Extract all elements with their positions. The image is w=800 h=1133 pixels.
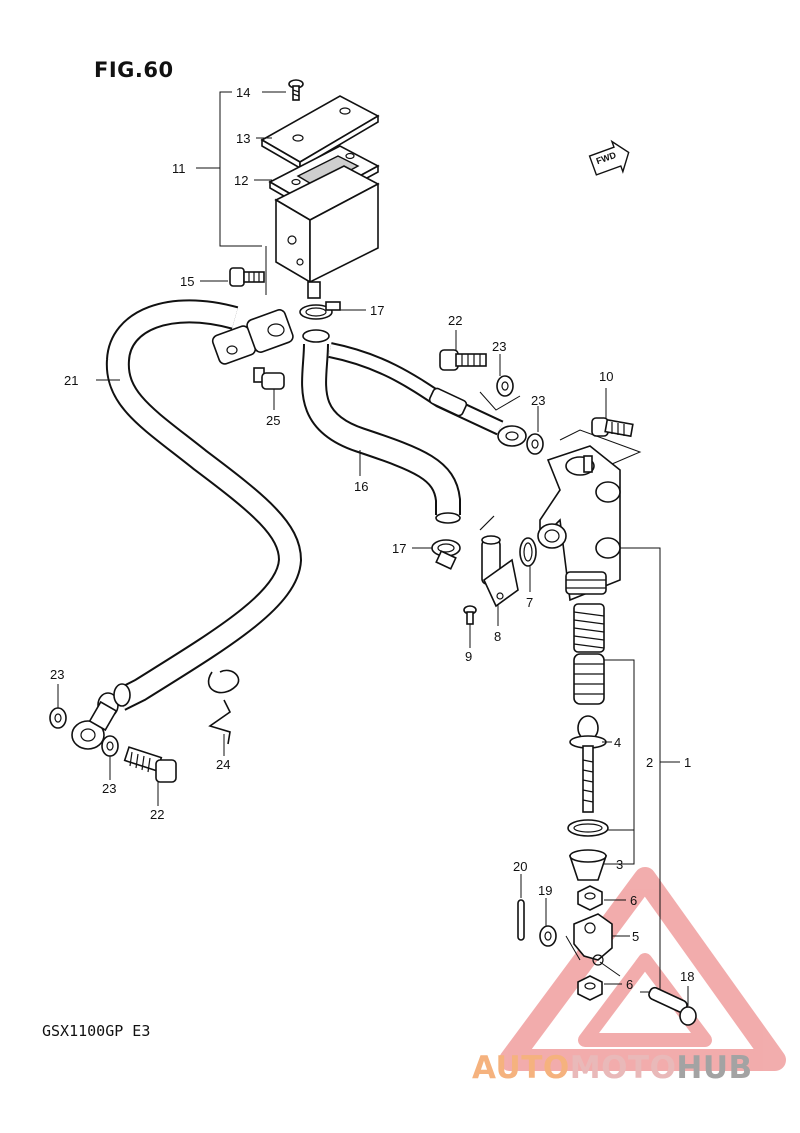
- clevis-pin-18: [648, 986, 697, 1026]
- callout-24: 24: [216, 757, 231, 772]
- callout-8: 8: [494, 629, 502, 644]
- callout-18: 18: [680, 969, 695, 984]
- callout-22-upper: 22: [448, 313, 463, 328]
- bolt-10: [591, 417, 634, 438]
- callout-13: 13: [236, 131, 251, 146]
- bolt-15: [229, 267, 265, 287]
- callout-16: 16: [354, 479, 369, 494]
- circlip: [567, 819, 609, 837]
- callout-10: 10: [599, 369, 614, 384]
- bolt-25: [253, 367, 285, 390]
- callout-4: 4: [614, 735, 622, 750]
- inlet-fitting-8: [479, 515, 519, 608]
- callout-3: 3: [616, 857, 624, 872]
- washer-23-upper-b: [526, 433, 544, 455]
- watermark-part-hub: HUB: [676, 1050, 753, 1086]
- cotter-pin-20: [517, 899, 525, 941]
- hose-clamp-17-top: [299, 301, 341, 320]
- callout-9: 9: [465, 649, 473, 664]
- lock-nut-6-upper: [577, 885, 603, 911]
- callout-23-upper-b: 23: [531, 393, 546, 408]
- washer-23-lower-mid: [101, 735, 119, 757]
- callout-11: 11: [172, 161, 186, 176]
- hose-clip-24: [207, 669, 240, 745]
- push-rod-4: [569, 715, 607, 813]
- reservoir-screw-14: [288, 79, 304, 101]
- callout-7: 7: [526, 595, 534, 610]
- hose-clamp-17-lower: [431, 539, 461, 570]
- watermark-text: AUTOMOTOHUB: [472, 1050, 753, 1086]
- callout-23-lower-left: 23: [50, 667, 65, 682]
- callout-23-upper-a: 23: [492, 339, 507, 354]
- hose-16: [301, 329, 461, 524]
- banjo-bolt-22-lower: [123, 746, 177, 783]
- fwd-arrow-icon: [588, 139, 630, 176]
- callout-17-top: 17: [370, 303, 385, 318]
- callout-1: 1: [684, 755, 692, 770]
- banjo-bolt-22-upper: [439, 349, 487, 371]
- callout-12: 12: [234, 173, 249, 188]
- watermark-part-moto: MOTO: [569, 1050, 677, 1086]
- clevis-5: [573, 913, 613, 966]
- callout-22-lower: 22: [150, 807, 165, 822]
- watermark-part-auto: AUTO: [472, 1050, 570, 1086]
- callout-6-lower: 6: [626, 977, 634, 992]
- callout-17-lower: 17: [392, 541, 407, 556]
- callout-23-lower-mid: 23: [102, 781, 117, 796]
- reservoir-body: [274, 165, 380, 299]
- callout-14: 14: [236, 85, 251, 100]
- lock-nut-6-lower: [577, 975, 603, 1001]
- banjo-fitting-21-lower: [71, 700, 118, 750]
- washer-23-lower-left: [49, 707, 67, 729]
- reservoir-assembly-bracket: [196, 91, 286, 295]
- callout-15: 15: [180, 274, 195, 289]
- piston-spring: [573, 603, 605, 653]
- washer-23-upper-a: [496, 375, 514, 397]
- dust-boot-3: [568, 849, 608, 881]
- model-code: GSX1100GP E3: [42, 1022, 151, 1040]
- callout-21: 21: [64, 373, 79, 388]
- washer-19: [539, 925, 557, 947]
- hose-union-fitting: [211, 309, 294, 365]
- o-ring-7: [519, 537, 537, 567]
- callout-6-upper: 6: [630, 893, 638, 908]
- figure-title: FIG.60: [94, 58, 174, 82]
- callout-19: 19: [538, 883, 553, 898]
- callout-2: 2: [646, 755, 654, 770]
- master-cylinder-body: [537, 445, 621, 602]
- callout-20: 20: [513, 859, 528, 874]
- screw-9: [463, 605, 477, 625]
- piston-assembly: [573, 653, 605, 705]
- callout-25: 25: [266, 413, 281, 428]
- reservoir-hose-21: [97, 299, 303, 718]
- brake-hose-line: [328, 342, 527, 447]
- watermark-triangle-logo: [499, 867, 786, 1071]
- callout-5: 5: [632, 929, 640, 944]
